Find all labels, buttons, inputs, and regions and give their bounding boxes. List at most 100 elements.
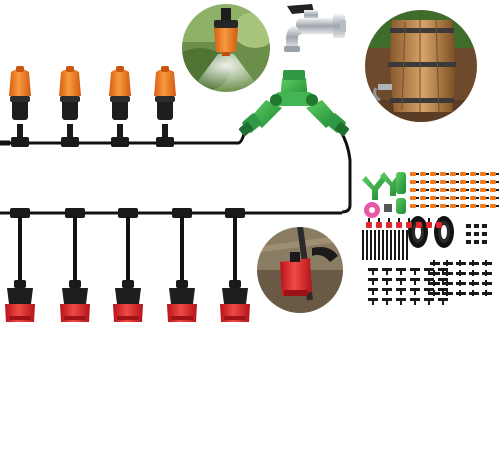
kit-tee-connector (382, 298, 392, 305)
kit-drip-emitter (386, 218, 392, 228)
kit-mist-nozzle (430, 172, 439, 176)
kit-straight-connector (443, 290, 453, 296)
drip-emitter-icon (113, 208, 143, 322)
kit-mist-nozzle (420, 188, 429, 192)
kit-mist-nozzle (490, 196, 499, 200)
kit-end-plug (482, 224, 487, 228)
kit-end-plug (482, 240, 487, 244)
kit-mist-nozzle (430, 196, 439, 200)
kit-tee-connector (438, 288, 448, 295)
kit-stake (362, 230, 364, 260)
kit-mist-nozzle (490, 180, 499, 184)
mist-nozzle-icon (59, 66, 81, 147)
kit-drip-emitter (366, 218, 372, 228)
kit-tee-connector (410, 298, 420, 305)
kit-straight-connector (443, 260, 453, 266)
kit-tee-connector (396, 298, 406, 305)
kit-drip-emitter (376, 218, 382, 228)
kit-tee-connector (368, 288, 378, 295)
kit-straight-connector (430, 270, 440, 276)
faucet-icon (284, 4, 346, 52)
kit-tee-connector (368, 298, 378, 305)
kit-drip-emitter (406, 218, 412, 228)
kit-mist-nozzle (450, 180, 459, 184)
kit-stake (378, 230, 380, 260)
kit-straight-connector (456, 280, 466, 286)
kit-mist-nozzle (420, 172, 429, 176)
kit-straight-connector (430, 280, 440, 286)
kit-mist-nozzle (430, 180, 439, 184)
kit-mist-nozzle (480, 188, 489, 192)
kit-stake (386, 230, 388, 260)
kit-end-plug (482, 232, 487, 236)
rain-barrel-icon (363, 8, 479, 124)
kit-tee-connector (368, 268, 378, 275)
kit-mist-nozzle (450, 188, 459, 192)
kit-tape-roll (364, 202, 392, 218)
kit-drip-emitter (396, 218, 402, 228)
y-splitter-icon (239, 70, 349, 136)
kit-mist-nozzle (470, 172, 479, 176)
kit-mist-nozzle (460, 204, 469, 208)
kit-mist-nozzle (470, 188, 479, 192)
kit-mist-nozzle (430, 188, 439, 192)
kit-stake (402, 230, 404, 260)
kit-tee-connector (396, 278, 406, 285)
kit-straight-connector (456, 290, 466, 296)
mist-nozzle-icon (9, 66, 31, 147)
kit-mist-nozzle (420, 180, 429, 184)
kit-mist-nozzle (440, 180, 449, 184)
drip-emitter-icon (167, 208, 197, 322)
kit-stake (366, 230, 368, 260)
mist-nozzle-closeup (180, 2, 272, 94)
kit-mist-nozzle (430, 204, 439, 208)
kit-straight-connector (469, 260, 479, 266)
kit-mist-nozzle (460, 172, 469, 176)
kit-stake (394, 230, 396, 260)
kit-mist-nozzle (420, 204, 429, 208)
kit-mist-nozzle (470, 204, 479, 208)
kit-tee-connector (410, 288, 420, 295)
mist-nozzle-row (9, 66, 176, 147)
kit-straight-connector (443, 280, 453, 286)
drip-emitter-icon (220, 208, 250, 322)
kit-mist-nozzle (410, 204, 419, 208)
kit-tee-connector (438, 278, 448, 285)
kit-mist-nozzle (460, 180, 469, 184)
kit-mist-nozzle (450, 204, 459, 208)
kit-mist-nozzle (450, 196, 459, 200)
kit-tee-connector (382, 278, 392, 285)
kit-mist-nozzle (480, 204, 489, 208)
drip-emitter-row (5, 208, 250, 322)
kit-straight-connector (469, 280, 479, 286)
kit-straight-connector (482, 270, 492, 276)
kit-end-plug (474, 232, 479, 236)
kit-mist-nozzle (420, 196, 429, 200)
mist-nozzle-icon (109, 66, 131, 147)
kit-tee-connector (438, 298, 448, 305)
kit-mist-nozzle (470, 180, 479, 184)
kit-tee-connector (396, 268, 406, 275)
kit-mist-nozzle (470, 196, 479, 200)
mist-nozzle-icon (154, 66, 176, 147)
kit-straight-connector (482, 290, 492, 296)
kit-end-plug (474, 240, 479, 244)
kit-tubing-coils (408, 216, 454, 248)
kit-mist-nozzle (440, 196, 449, 200)
kit-mist-nozzle (450, 172, 459, 176)
kit-mist-nozzle (460, 196, 469, 200)
kit-mist-nozzle (410, 188, 419, 192)
kit-mist-nozzle (490, 172, 499, 176)
kit-tee-connector (382, 288, 392, 295)
drip-emitter-icon (60, 208, 90, 322)
kit-tee-connector (410, 278, 420, 285)
kit-drip-emitter (416, 218, 422, 228)
kit-mist-nozzle (440, 188, 449, 192)
kit-tee-connector (424, 278, 434, 285)
kit-straight-connector (482, 280, 492, 286)
kit-end-plug (466, 232, 471, 236)
kit-stake (390, 230, 392, 260)
kit-mist-nozzle (480, 180, 489, 184)
kit-straight-connector (456, 260, 466, 266)
kit-end-plug (466, 240, 471, 244)
